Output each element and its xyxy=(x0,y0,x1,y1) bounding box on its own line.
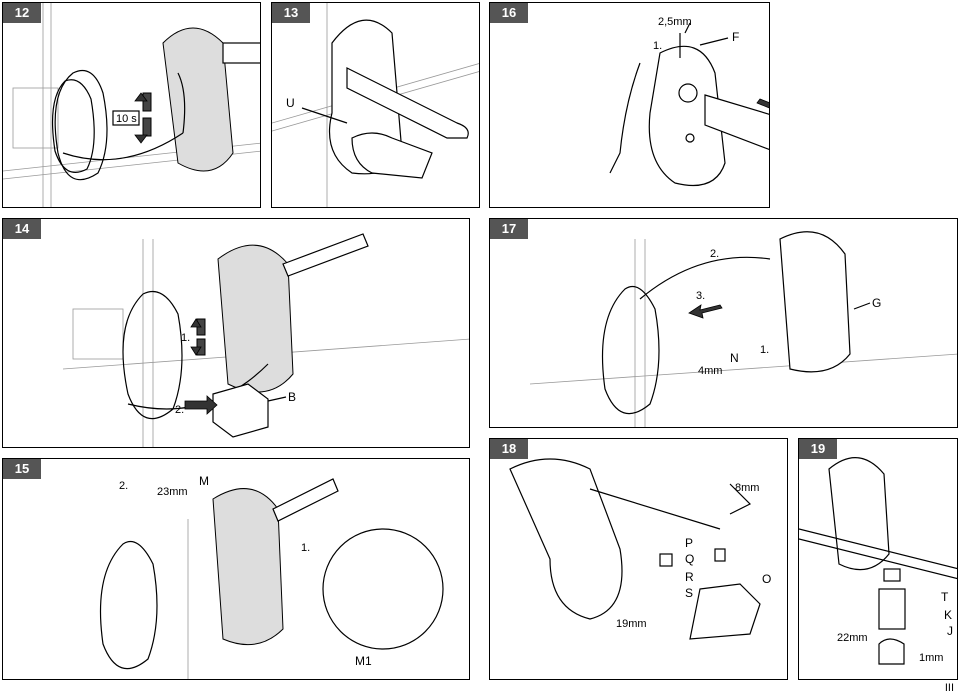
step-panel-15: 15 2. 23mm M 1. M1 xyxy=(2,458,470,680)
part-label-r: R xyxy=(685,570,694,584)
step-panel-16: 16 2,5mm 1. F 2. E xyxy=(489,2,770,208)
part-label-b: B xyxy=(288,390,296,404)
step-1-label: 1. xyxy=(181,332,190,344)
part-label-m: M xyxy=(199,474,209,488)
step-number: 14 xyxy=(3,219,41,239)
step-panel-19: 19 T K J 22mm 1mm xyxy=(798,438,958,680)
step-number: 15 xyxy=(3,459,41,479)
part-label-s: S xyxy=(685,586,693,600)
part-label-f: F xyxy=(732,30,739,44)
illustration-18: 8mm P Q R S O 19mm xyxy=(509,458,771,640)
tool-size-label: 4mm xyxy=(698,365,722,377)
part-label-o: O xyxy=(762,572,771,586)
tool-size-label: 2,5mm xyxy=(658,16,692,28)
step-2-label: 2. xyxy=(119,480,128,492)
step-number: 12 xyxy=(3,3,41,23)
step-number: 17 xyxy=(490,219,528,239)
illustration-15: 2. 23mm M 1. M1 xyxy=(99,474,444,679)
tool-size-label-22: 22mm xyxy=(837,632,868,644)
part-label-m1: M1 xyxy=(355,654,372,668)
step-panel-13: 13 U xyxy=(271,2,480,208)
tool-size-label-8: 8mm xyxy=(735,482,759,494)
step-panel-12: 12 10 s xyxy=(2,2,261,208)
step-panel-14: 14 1. 2. B xyxy=(2,218,470,448)
step-1-label: 1. xyxy=(653,40,662,52)
step-number: 18 xyxy=(490,439,528,459)
part-label-u: U xyxy=(286,96,295,110)
step-number: 13 xyxy=(272,3,310,23)
step-3-label: 3. xyxy=(696,290,705,302)
illustration-16: 2,5mm 1. F 2. E xyxy=(609,16,769,187)
tool-size-label: 23mm xyxy=(157,486,188,498)
part-label-t: T xyxy=(941,590,949,604)
illustration-17: 2. 3. 1. N 4mm G xyxy=(529,231,957,427)
step-1-label: 1. xyxy=(760,344,769,356)
step-panel-18: 18 8mm P Q R S O 19mm xyxy=(489,438,788,680)
part-label-q: Q xyxy=(685,552,694,566)
tool-size-label-19: 19mm xyxy=(616,618,647,630)
step-number: 19 xyxy=(799,439,837,459)
page-number: III xyxy=(944,682,954,694)
step-1-label: 1. xyxy=(301,542,310,554)
tool-size-label-1: 1mm xyxy=(919,652,943,664)
part-label-g: G xyxy=(872,296,881,310)
part-label-p: P xyxy=(685,536,693,550)
illustration-12: 10 s xyxy=(3,3,260,207)
illustration-14: 1. 2. B xyxy=(62,233,469,447)
duration-label: 10 s xyxy=(116,113,137,125)
step-number: 16 xyxy=(490,3,528,23)
part-label-j: J xyxy=(947,624,953,638)
step-2-label: 2. xyxy=(710,248,719,260)
illustration-19: T K J 22mm 1mm xyxy=(799,457,957,665)
part-label-n: N xyxy=(730,351,739,365)
step-2-label: 2. xyxy=(175,404,184,416)
part-label-k: K xyxy=(944,608,952,622)
step-panel-17: 17 2. 3. 1. N 4mm G xyxy=(489,218,958,428)
illustration-13: U xyxy=(272,3,479,207)
